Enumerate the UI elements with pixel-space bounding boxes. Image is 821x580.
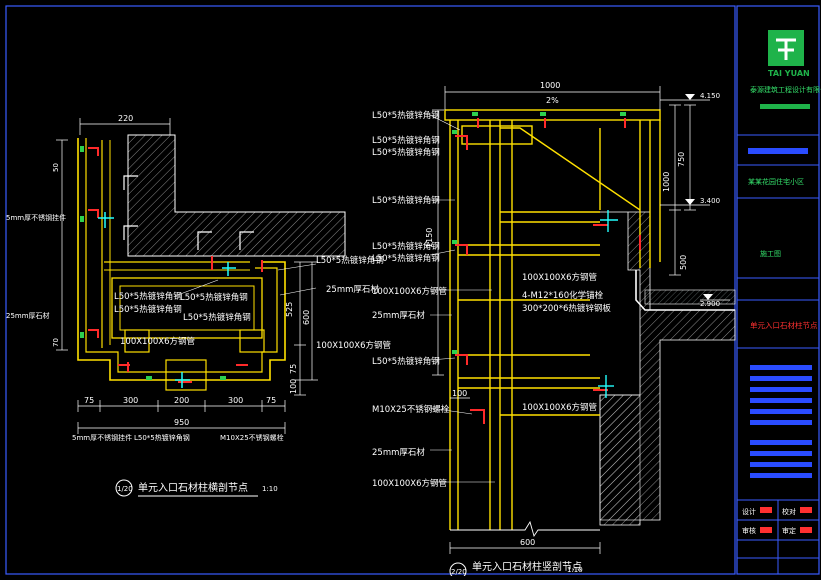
r-label-a4: L50*5热镀锌角钢 xyxy=(372,195,440,206)
label-left-note-2: 25mm厚石材 xyxy=(6,311,50,320)
dim-left-1: 50 xyxy=(52,163,60,172)
signer-4: 审定 xyxy=(782,526,796,535)
r-label-stone1: 25mm厚石材 xyxy=(372,310,425,321)
r-label-a1: L50*5热镀锌角钢 xyxy=(372,110,440,121)
r-label-stone2: 25mm厚石材 xyxy=(372,447,425,458)
title-block: TAI YUAN 泰源建筑工程设计有限公司 某某花园住宅小区 施工图 单元入口石… xyxy=(737,30,821,574)
scale-left: 1:10 xyxy=(262,485,278,493)
label-bottom-note-2: L50*5热镀锌角钢 xyxy=(134,433,190,442)
left-detail: 220 75 300 200 300 75 950 525 600 75 100… xyxy=(6,114,391,497)
level-1: 4.150 xyxy=(700,92,720,100)
dim-top: 220 xyxy=(118,114,133,123)
title-left: 单元入口石材柱横剖节点 xyxy=(138,481,248,494)
dim-v2: 1000 xyxy=(662,172,671,192)
dim-total: 950 xyxy=(174,418,189,427)
concrete-column xyxy=(127,134,346,257)
label-angle-5: L50*5热镀锌角钢 xyxy=(316,255,384,266)
sheet-name: 单元入口石材柱节点 xyxy=(750,320,818,330)
label-tube-outer: 100X100X6方钢管 xyxy=(316,340,391,351)
title-mark-left xyxy=(115,479,133,497)
dim-small-r: 100 xyxy=(452,389,467,398)
project-name: 某某花园住宅小区 xyxy=(748,177,804,186)
dim-bottom-4: 300 xyxy=(228,396,243,405)
r-label-bolt: M10X25不锈钢螺栓 xyxy=(372,404,450,415)
label-stone: 25mm厚石材 xyxy=(326,284,379,295)
dim-bottom-3: 200 xyxy=(174,396,189,405)
dim-right-1: 525 xyxy=(285,302,294,317)
label-angle-4: L50*5热镀锌角钢 xyxy=(183,312,251,323)
dim-left-2: 70 xyxy=(52,338,60,347)
r-label-a7: L50*5热镀锌角钢 xyxy=(372,356,440,367)
label-bottom-note-1: 5mm厚不锈钢挂件 xyxy=(72,433,132,442)
label-bottom-note-3: M10X25不锈钢螺栓 xyxy=(220,433,284,442)
r-label-a2: L50*5热镀锌角钢 xyxy=(372,135,440,146)
right-detail: 1000 2% 4.150 3.400 2.900 750 1000 500 1… xyxy=(372,81,736,580)
dim-right-3: 75 xyxy=(289,364,298,374)
dim-bottom-2: 300 xyxy=(123,396,138,405)
r-label-tube1: 100X100X6方钢管 xyxy=(522,272,597,283)
stage-name: 施工图 xyxy=(760,249,781,258)
r-label-a5: L50*5热镀锌角钢 xyxy=(372,241,440,252)
dim-right-2: 600 xyxy=(302,310,311,325)
title-mark-left-text: 1/20 xyxy=(117,485,133,493)
roof-layer xyxy=(644,289,736,305)
signer-1: 设计 xyxy=(742,507,756,516)
label-left-note-1: 5mm厚不锈钢挂件 xyxy=(6,213,66,222)
dim-bottom-5: 75 xyxy=(266,396,276,405)
dim-v1: 750 xyxy=(677,152,686,167)
company-name: 泰源建筑工程设计有限公司 xyxy=(750,85,821,94)
level-2: 3.400 xyxy=(700,197,720,205)
label-angle-1: L50*5热镀锌角钢 xyxy=(114,291,182,302)
r-label-a6: L50*5热镀锌角钢 xyxy=(372,253,440,264)
label-angle-2: L50*5热镀锌角钢 xyxy=(114,304,182,315)
r-label-tube2: 100X100X6方钢管 xyxy=(372,286,447,297)
r-label-tube3: 100X100X6方钢管 xyxy=(522,402,597,413)
dim-bottom-r: 600 xyxy=(520,538,535,547)
dim-slope: 2% xyxy=(546,96,559,105)
dim-left-v: 1150 xyxy=(425,228,434,248)
scale-right: 1:10 xyxy=(567,566,583,574)
r-label-a3: L50*5热镀锌角钢 xyxy=(372,147,440,158)
label-angle-3: L50*5热镀锌角钢 xyxy=(180,292,248,303)
r-label-plate: 300*200*6热镀锌钢板 xyxy=(522,303,611,314)
level-3: 2.900 xyxy=(700,300,720,308)
r-label-anchor: 4-M12*160化学锚栓 xyxy=(522,290,604,301)
dim-bottom-1: 75 xyxy=(84,396,94,405)
dim-top-r: 1000 xyxy=(540,81,560,90)
title-right: 单元入口石材柱竖剖节点 xyxy=(472,560,582,573)
signer-3: 审核 xyxy=(742,526,756,535)
dim-v3: 500 xyxy=(679,255,688,270)
label-tube-inner: 100X100X6方钢管 xyxy=(120,336,195,347)
title-mark-right-text: 2/20 xyxy=(451,568,467,576)
r-label-tube4: 100X100X6方钢管 xyxy=(372,478,447,489)
signer-2: 校对 xyxy=(782,507,796,516)
dim-right-4: 100 xyxy=(289,379,298,394)
logo-text: TAI YUAN xyxy=(768,69,810,78)
